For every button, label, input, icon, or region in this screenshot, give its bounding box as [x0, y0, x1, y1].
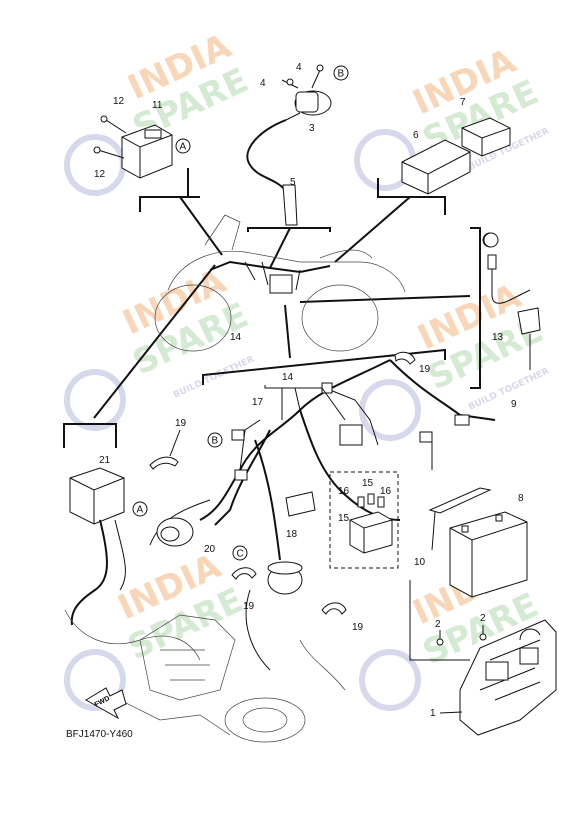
ref-b-circle — [333, 65, 349, 81]
callout-6: 6 — [413, 130, 419, 141]
part-20-horn — [156, 517, 194, 547]
watermark-mid-left: INDIA SPARE BUILD TOGETHER — [64, 261, 256, 431]
part-11-unit — [93, 115, 173, 179]
part-battery-band — [428, 487, 492, 514]
callout-7: 7 — [460, 97, 466, 108]
callout-12-lower: 12 — [94, 169, 106, 180]
diagram-code: BFJ1470-Y460 — [66, 729, 133, 740]
callout-14-lower: 14 — [282, 372, 294, 383]
callout-16-left: 16 — [338, 486, 350, 497]
bracket-left-top — [139, 168, 189, 212]
callout-13: 13 — [492, 332, 504, 343]
ref-a-label-top: A — [180, 142, 187, 153]
callout-16-right: 16 — [380, 486, 392, 497]
callout-1: 1 — [430, 708, 436, 719]
part-1-battery-case — [409, 580, 557, 736]
ref-a-label-lower: A — [137, 505, 144, 516]
callout-19-right: 19 — [352, 622, 364, 633]
ref-b-label-lower: B — [212, 436, 219, 447]
part-21-unit — [69, 467, 126, 626]
callout-12-upper: 12 — [113, 96, 125, 107]
callout-2-left: 2 — [435, 619, 441, 630]
callout-14-upper: 14 — [230, 332, 242, 343]
watermark-logo-icon — [359, 649, 421, 711]
motorcycle-outline — [154, 214, 406, 352]
callout-11: 11 — [152, 100, 163, 111]
leader-center — [269, 227, 291, 269]
part-starter-relay — [267, 561, 303, 595]
callout-15-upper: 15 — [362, 478, 374, 489]
ref-c-circle — [483, 232, 499, 248]
part-3-ignition-coil — [246, 64, 332, 226]
callout-3: 3 — [309, 123, 315, 134]
leader-lower-left — [93, 264, 216, 419]
inset-box — [329, 471, 399, 569]
callout-9: 9 — [511, 399, 517, 410]
callout-8: 8 — [518, 493, 524, 504]
engine-frame-outline — [64, 609, 346, 743]
callout-10: 10 — [414, 557, 426, 568]
ref-c-circle — [232, 545, 248, 561]
part-19-clamp-bottom — [231, 567, 257, 580]
watermark-logo-icon — [64, 134, 126, 196]
callout-20: 20 — [204, 544, 216, 555]
bracket-lower-main — [202, 348, 446, 385]
part-7-unit — [461, 117, 511, 157]
ref-a-circle — [175, 138, 191, 154]
leader-side — [299, 295, 471, 303]
leader-left — [179, 196, 223, 256]
callout-2-right: 2 — [480, 613, 486, 624]
part-19-clamp-left — [149, 456, 179, 470]
ref-b-circle — [207, 432, 223, 448]
part-14-wire-harness — [149, 359, 496, 671]
fwd-arrow-icon — [85, 687, 127, 720]
callout-17: 17 — [252, 397, 264, 408]
bracket-lower-left — [63, 423, 117, 448]
watermark-logo-icon — [64, 649, 126, 711]
ref-a-circle — [132, 501, 148, 517]
callout-19-left: 19 — [175, 418, 187, 429]
callout-21: 21 — [99, 455, 111, 466]
leader-19-left — [169, 429, 181, 457]
leader-14c — [321, 387, 346, 421]
callout-18: 18 — [286, 529, 298, 540]
leader-lower — [284, 304, 291, 359]
callout-14-bracket — [264, 385, 322, 389]
ref-b-label-top: B — [338, 69, 345, 80]
leader-1 — [439, 711, 463, 714]
callout-5: 5 — [290, 177, 296, 188]
part-19-clamp-top — [394, 351, 416, 365]
callout-19-bottom: 19 — [243, 601, 255, 612]
part-15-fuse-box — [349, 493, 393, 554]
bracket-right-top — [377, 178, 446, 215]
watermark-logo-icon — [359, 379, 421, 441]
callout-15-lower: 15 — [338, 513, 350, 524]
part-19-clamp-right — [321, 602, 347, 615]
callout-19-top: 19 — [419, 364, 431, 375]
part-2-bolts — [436, 625, 487, 646]
watermark-mid-right: INDIA SPARE BUILD TOGETHER — [359, 276, 551, 441]
bracket-right-side — [470, 227, 481, 389]
band-strap-left — [431, 511, 436, 551]
callout-4-upper: 4 — [296, 62, 302, 73]
part-8-battery — [449, 511, 528, 598]
watermark-logo-icon — [64, 369, 126, 431]
callout-4-lower: 4 — [260, 78, 266, 89]
leader-right — [334, 196, 411, 263]
part-18-bracket — [285, 491, 316, 517]
ref-c-label-lower: C — [237, 549, 244, 560]
leader-14b — [294, 387, 301, 411]
part-6-unit — [401, 139, 471, 195]
